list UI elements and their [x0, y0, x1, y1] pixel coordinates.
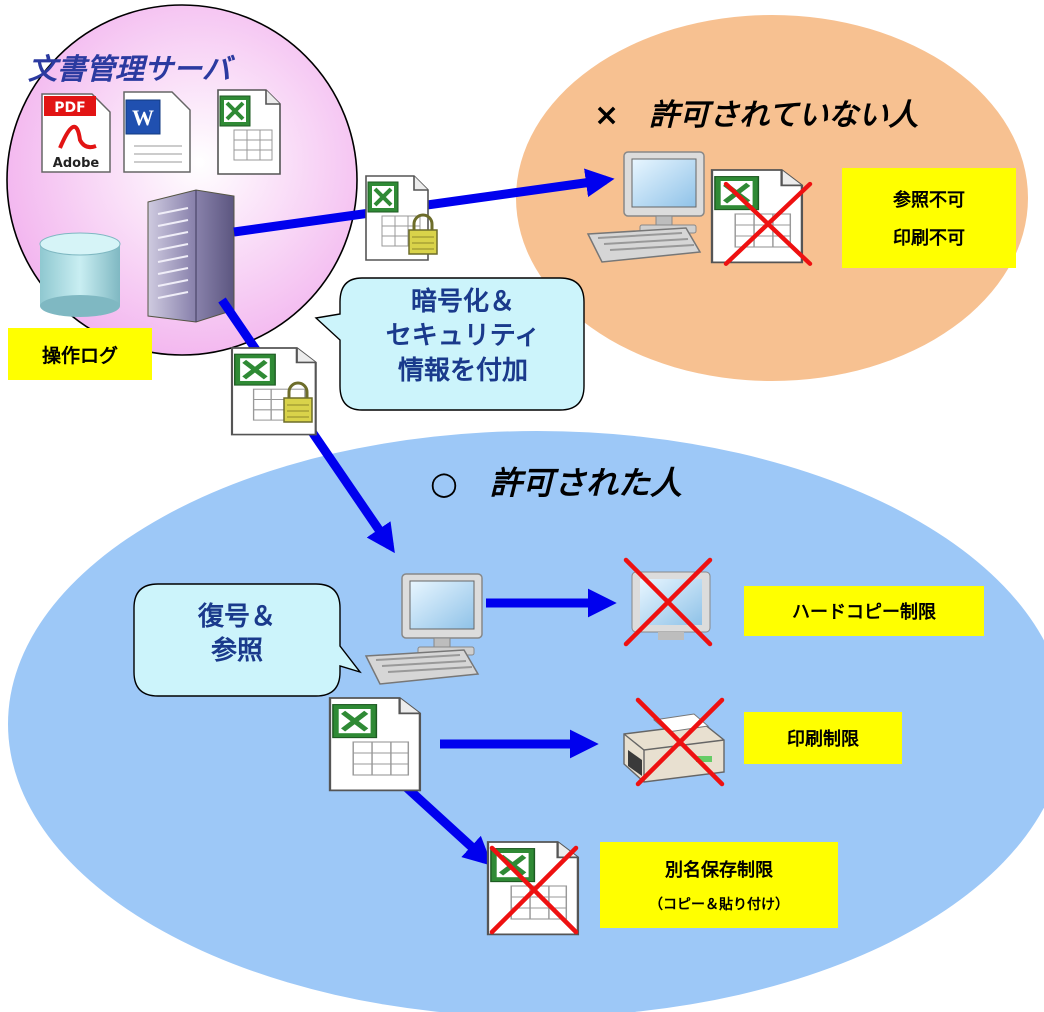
hardcopy-restriction-text: ハードコピー制限 [792, 602, 936, 623]
saveas-restriction-text: 別名保存制限 [665, 860, 773, 881]
saveas-blocked-file-icon [488, 842, 578, 934]
hardcopy-blocked-monitor-icon [626, 560, 710, 644]
callout-decrypt-text: 復号＆ 参照 [136, 600, 338, 669]
restriction-view-denied: 参照不可 [893, 190, 965, 211]
excel-file-icon [216, 88, 282, 176]
printer-blocked-icon [623, 700, 725, 784]
print-restriction-label: 印刷制限 [744, 712, 902, 764]
server-tower-icon [147, 189, 235, 323]
database-icon [39, 232, 121, 317]
authorized-title: ○ 許可された人 [430, 464, 682, 502]
pdf-file-icon: PDF Adobe [41, 93, 111, 173]
callout-decrypt-line2: 参照 [210, 636, 263, 667]
saveas-restriction-subtext: （コピー＆貼り付け） [649, 897, 789, 913]
operation-log-label: 操作ログ [8, 328, 152, 380]
server-title: 文書管理サーバ [28, 52, 231, 86]
svg-text:W: W [132, 105, 154, 130]
callout-encrypt-bubble [314, 277, 585, 411]
hardcopy-restriction-label: ハードコピー制限 [744, 586, 984, 636]
pdf-brand: Adobe [53, 156, 100, 171]
unauthorized-title: × 許可されていない人 [594, 98, 919, 133]
restriction-print-denied: 印刷不可 [893, 228, 965, 249]
opened-excel-file-icon [330, 698, 420, 790]
callout-decrypt-bubble [133, 583, 362, 697]
callout-encrypt-line1: 暗号化＆ [410, 287, 515, 317]
print-restriction-text: 印刷制限 [787, 729, 859, 750]
saveas-restriction-label: 別名保存制限 （コピー＆貼り付け） [600, 842, 838, 928]
callout-encrypt-text: 暗号化＆ セキュリティ 情報を付加 [344, 285, 582, 388]
encrypted-excel-file-top [364, 174, 439, 262]
pdf-badge: PDF [54, 100, 85, 116]
callout-decrypt-line1: 復号＆ [197, 602, 276, 632]
word-file-icon: W [123, 91, 191, 173]
callout-encrypt-line3: 情報を付加 [397, 355, 528, 386]
unauthorized-restrictions-label: 参照不可 印刷不可 [842, 168, 1016, 268]
callout-encrypt-line2: セキュリティ [385, 321, 541, 352]
encrypted-excel-file-left [232, 348, 316, 435]
operation-log-text: 操作ログ [41, 344, 118, 367]
denied-excel-file-icon [712, 170, 810, 264]
